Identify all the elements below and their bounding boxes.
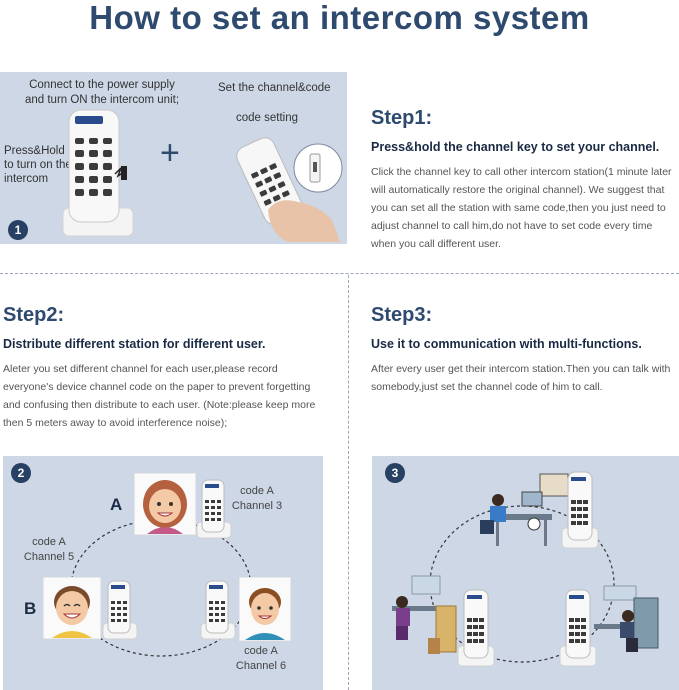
step2-number-badge: 2	[11, 463, 31, 483]
office-left-intercom	[457, 589, 495, 667]
station-b-code-line2: Channel 5	[23, 551, 75, 563]
step3-subheading: Use it to communication with multi-funct…	[371, 337, 642, 351]
station-a-code-line2: Channel 3	[231, 500, 283, 512]
label-letter-a: A	[110, 495, 123, 514]
horizontal-divider	[0, 273, 679, 274]
step2-heading: Step2:	[3, 304, 65, 326]
step1-number-badge: 1	[8, 220, 28, 240]
press-hold-label: Press&Hold to turn on the intercom	[4, 145, 72, 185]
station-c-code-line1: code A	[244, 645, 278, 657]
code-setting-label: code setting	[236, 112, 299, 124]
page-title: How to set an intercom system	[89, 0, 590, 36]
step3-heading: Step3:	[371, 304, 433, 326]
step1-illustration-panel: Connect to the power supply and turn ON …	[0, 72, 347, 244]
step2-illustration-panel: 2 code A Channel 3 A code A Channel 5 B	[3, 456, 323, 690]
vertical-divider	[348, 275, 349, 690]
channel-code-label: Set the channel&code	[218, 82, 331, 94]
step1-subheading: Press&hold the channel key to set your c…	[371, 140, 660, 154]
office-top-intercom	[561, 471, 599, 549]
office-right-intercom	[559, 589, 597, 667]
station-b-code-line1: code A	[32, 536, 66, 548]
step3-illustration-panel: 3	[372, 456, 679, 690]
docked-intercom-illustration	[62, 109, 134, 237]
hand-holding-handset-illustration	[236, 137, 343, 242]
label-letter-b: B	[24, 599, 37, 618]
step1-body: Click the channel key to call other inte…	[371, 166, 672, 250]
step2-subheading: Distribute different station for differe…	[3, 337, 266, 351]
step3-body: After every user get their intercom stat…	[371, 363, 671, 393]
office-circle-diagram	[392, 473, 659, 663]
power-instruction-label: Connect to the power supply and turn ON …	[24, 79, 180, 106]
plus-sign: +	[160, 134, 180, 172]
step2-body: Aleter you set different channel for eac…	[3, 363, 316, 429]
step3-number-badge: 3	[385, 463, 405, 483]
user-a-avatar	[134, 473, 196, 535]
user-c-avatar	[239, 577, 291, 641]
station-c-intercom	[200, 580, 236, 640]
station-b-intercom	[102, 580, 138, 640]
user-b-avatar	[43, 577, 101, 639]
station-a-intercom	[196, 479, 232, 539]
station-a-code-line1: code A	[240, 485, 274, 497]
station-c-code-line2: Channel 6	[235, 660, 287, 672]
step1-heading: Step1:	[371, 107, 433, 129]
